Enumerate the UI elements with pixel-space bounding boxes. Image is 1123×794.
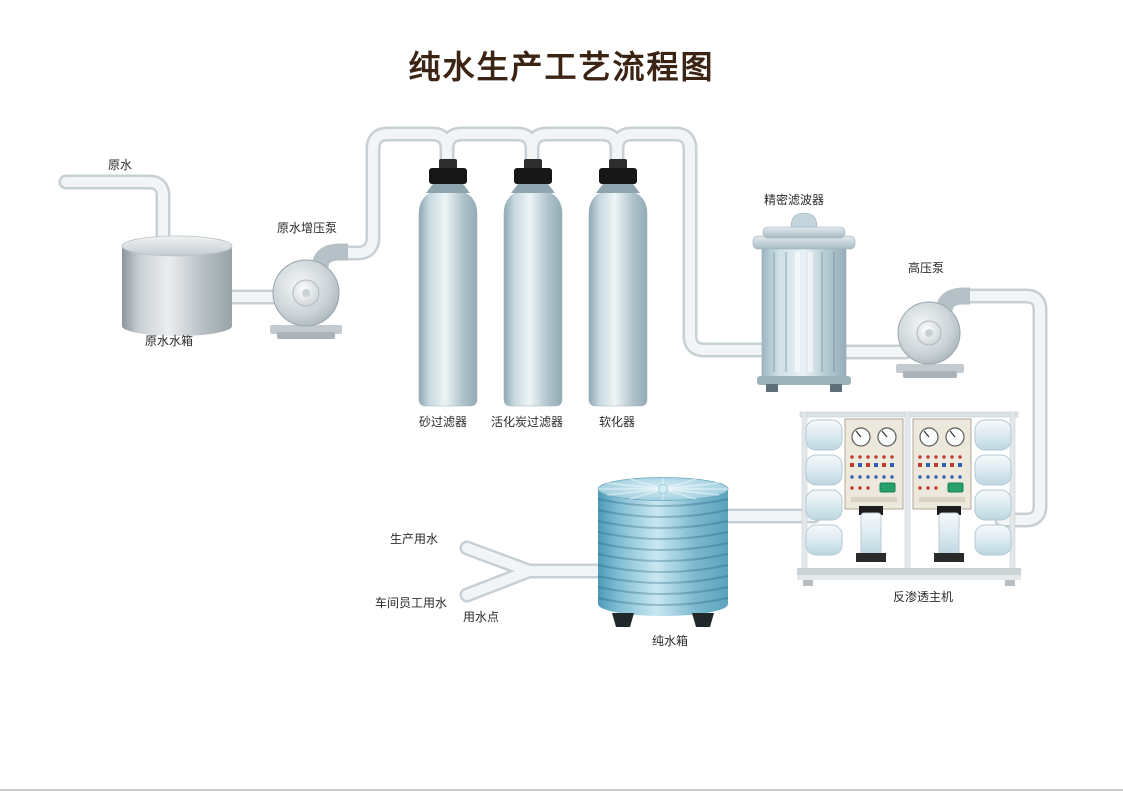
- label-ro-unit: 反渗透主机: [893, 590, 954, 604]
- booster-pump: [270, 243, 348, 339]
- ro-membranes-right: [974, 419, 1012, 556]
- filter-cap: [599, 168, 637, 184]
- indicator-chips: [850, 463, 894, 467]
- diagram-title: 纯水生产工艺流程图: [408, 49, 715, 85]
- filter-carbon: [503, 159, 563, 407]
- ro-membranes-left: [805, 419, 843, 556]
- filter-body: [588, 189, 648, 407]
- pure-tank-body: [598, 489, 728, 604]
- panel-button-green: [947, 482, 964, 493]
- filter-body: [503, 189, 563, 407]
- filter-body: [418, 189, 478, 407]
- pure-tank-foot: [692, 613, 714, 627]
- pure-tank-foot: [612, 613, 634, 627]
- ro-panel-right: [912, 418, 972, 510]
- ro-panel-left: [844, 418, 904, 510]
- indicator-lights-blue: [850, 475, 894, 479]
- ro-frame-base: [797, 568, 1021, 575]
- filter-sand: [418, 159, 478, 407]
- label-booster-pump: 原水增压泵: [277, 221, 338, 235]
- booster-pump-base: [270, 325, 342, 334]
- label-sand-filter: 砂过滤器: [419, 415, 468, 429]
- ro-housing-left: [856, 506, 886, 562]
- indicator-lights-blue: [918, 475, 962, 479]
- filter-cap: [429, 168, 467, 184]
- raw-water-tank: [121, 235, 233, 336]
- label-precision-filter: 精密滤波器: [764, 193, 825, 207]
- label-production-water: 生产用水: [390, 532, 439, 546]
- hp-pump-base: [896, 364, 964, 373]
- indicator-lights-red: [850, 455, 894, 459]
- label-raw-water: 原水: [108, 158, 133, 172]
- label-raw-water-tank: 原水水箱: [145, 334, 194, 348]
- indicator-lights-red: [918, 455, 962, 459]
- precision-filter-body: [761, 245, 847, 379]
- raw-tank-top: [121, 235, 233, 257]
- label-staff-water: 车间员工用水: [375, 596, 448, 610]
- ro-housing-right: [934, 506, 964, 562]
- ro-unit: [797, 411, 1021, 586]
- label-carbon-filter: 活化炭过滤器: [491, 415, 564, 429]
- high-pressure-pump: [896, 287, 970, 378]
- indicator-chips: [918, 463, 962, 467]
- label-high-pressure-pump: 高压泵: [908, 261, 945, 275]
- bottom-divider: [0, 789, 1123, 791]
- label-pure-water-tank: 纯水箱: [652, 634, 689, 648]
- precision-filter: [752, 212, 856, 392]
- panel-button-green: [879, 482, 896, 493]
- precision-filter-foot: [830, 384, 842, 392]
- precision-filter-foot: [766, 384, 778, 392]
- raw-tank-bottom: [122, 316, 232, 336]
- label-water-point: 用水点: [463, 610, 500, 624]
- raw-tank-body: [122, 246, 232, 326]
- label-softener: 软化器: [599, 415, 636, 429]
- precision-filter-fins: [773, 252, 835, 372]
- pure-tank-ribs: [597, 498, 729, 606]
- precision-filter-dome: [790, 212, 818, 228]
- filter-softener: [588, 159, 648, 407]
- pure-water-tank: [597, 477, 729, 627]
- filter-cap: [514, 168, 552, 184]
